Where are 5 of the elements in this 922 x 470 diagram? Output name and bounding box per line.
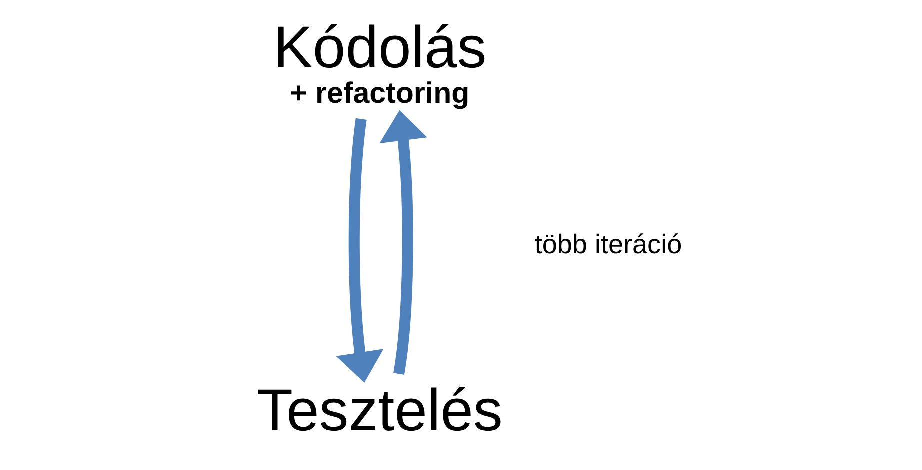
node-text: Tesztelés (256, 377, 503, 444)
arrow (380, 110, 428, 375)
label: több iteráció (534, 230, 682, 260)
node-text: Kódolás + refactoring (274, 14, 487, 110)
arrow (336, 118, 384, 383)
